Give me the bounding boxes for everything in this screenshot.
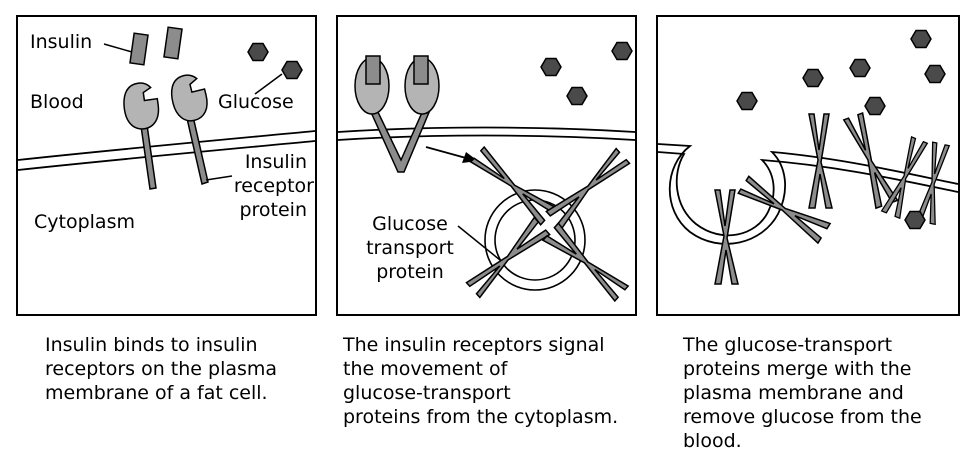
insulin-label: Insulin	[30, 31, 92, 53]
glucose-molecule	[611, 41, 633, 61]
bound-insulin	[365, 55, 381, 85]
glucose-molecule	[247, 42, 269, 62]
panel-3-membrane-outer	[657, 143, 959, 245]
panel-1: Insulin Blood Glucose Cytoplasm Insulin …	[16, 15, 317, 316]
transport-label-line-1: Glucose	[372, 213, 448, 235]
insulin-leader-line	[103, 43, 133, 53]
caption-line: proteins merge with the	[683, 358, 912, 380]
glucose-label: Glucose	[218, 91, 294, 113]
receptor-label-line-2: receptor	[234, 175, 314, 197]
caption-line: remove glucose from the	[683, 406, 922, 428]
panel-3	[656, 15, 960, 316]
glucose-molecule	[802, 68, 824, 88]
vesicle-outer	[484, 189, 586, 291]
bound-insulin	[413, 55, 429, 85]
caption-line: receptors on the plasma	[45, 358, 278, 380]
transport-leader-line	[457, 225, 501, 261]
glucose-molecule	[924, 64, 946, 84]
caption-line: Insulin binds to insulin	[45, 334, 258, 356]
caption-line: membrane of a fat cell.	[45, 382, 268, 404]
panel-3-membrane-inner	[657, 151, 959, 237]
signal-arrow-line	[425, 146, 467, 159]
insulin-receptor	[166, 70, 213, 185]
caption-line: proteins from the cytoplasm.	[343, 406, 619, 428]
blood-label: Blood	[30, 91, 84, 113]
caption-line: plasma membrane and	[683, 382, 904, 404]
caption-line: the movement of	[343, 358, 508, 380]
receptor-label-line-1: Insulin	[245, 151, 307, 173]
glucose-molecule	[566, 86, 588, 106]
receptor-label-line-3: protein	[239, 199, 307, 221]
transport-label-line-3: protein	[376, 261, 444, 283]
insulin-receptor	[120, 80, 162, 190]
caption-line: The insulin receptors signal	[343, 334, 605, 356]
panel-1-membrane-outer	[17, 130, 316, 161]
panel-2-membrane-outer	[337, 126, 636, 133]
panel-2-caption: The insulin receptors signal the movemen…	[343, 333, 618, 429]
glucose-molecule	[281, 60, 303, 80]
cytoplasm-label: Cytoplasm	[34, 211, 135, 233]
panel-3-caption: The glucose-transport proteins merge wit…	[683, 333, 922, 453]
insulin-molecule	[129, 32, 149, 66]
receptor-leader-line	[205, 175, 233, 181]
panel-1-caption: Insulin binds to insulin receptors on th…	[45, 333, 277, 405]
panel-1-membrane-inner	[17, 140, 316, 171]
panel-2: Glucose transport protein	[336, 15, 637, 316]
transport-label-line-2: transport	[366, 237, 454, 259]
glucose-leader-line	[254, 73, 283, 95]
caption-line: The glucose-transport	[683, 334, 893, 356]
caption-line: blood.	[683, 430, 742, 452]
glucose-molecule	[849, 58, 871, 78]
activated-receptor	[354, 55, 440, 173]
glucose-molecule	[910, 29, 932, 49]
glucose-molecule	[736, 91, 758, 111]
glucose-molecule	[904, 210, 926, 230]
caption-line: glucose-transport	[343, 382, 511, 404]
panel-2-membrane-inner	[337, 134, 636, 141]
insulin-molecule	[163, 26, 183, 60]
glucose-molecule	[864, 96, 886, 116]
glucose-molecule	[540, 57, 562, 77]
